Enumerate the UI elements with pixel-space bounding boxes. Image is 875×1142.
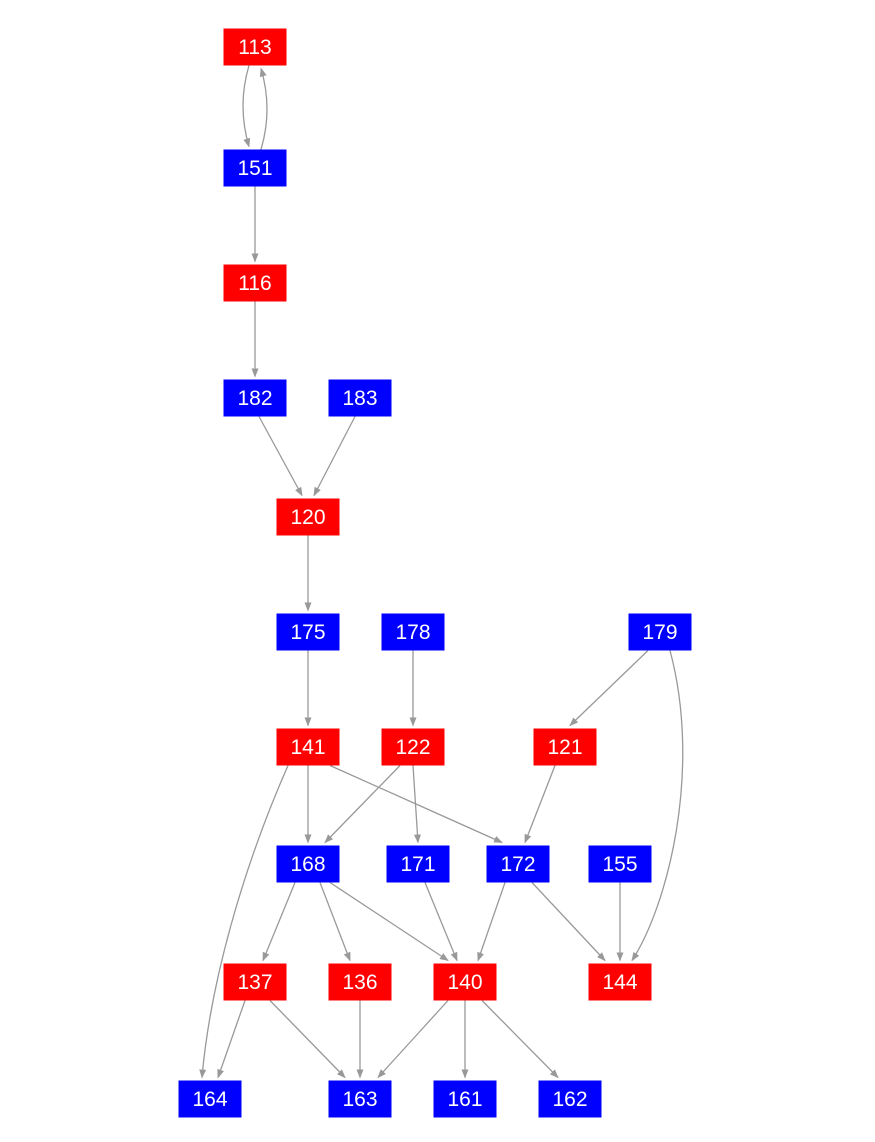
node-box-116	[223, 264, 287, 302]
edge-121-172	[524, 765, 556, 844]
node-182: 182	[223, 379, 287, 417]
node-label-144: 144	[602, 971, 637, 994]
node-label-161: 161	[447, 1088, 482, 1111]
edge-168-136	[319, 882, 351, 962]
node-box-179	[628, 613, 692, 651]
node-box-168	[276, 845, 340, 883]
node-label-140: 140	[447, 971, 482, 994]
node-box-164	[178, 1080, 242, 1118]
node-171: 171	[386, 845, 450, 883]
edge-122-168	[324, 765, 401, 844]
node-179: 179	[628, 613, 692, 651]
node-168: 168	[276, 845, 340, 883]
node-box-140	[433, 963, 497, 1001]
node-141: 141	[276, 728, 340, 766]
node-label-162: 162	[552, 1088, 587, 1111]
node-122: 122	[381, 728, 445, 766]
node-113: 113	[223, 28, 287, 66]
node-172: 172	[486, 845, 550, 883]
node-116: 116	[223, 264, 287, 302]
edge-137-164	[217, 1000, 246, 1079]
node-label-163: 163	[342, 1088, 377, 1111]
node-label-121: 121	[547, 736, 582, 759]
edge-172-144	[531, 882, 606, 962]
node-label-171: 171	[400, 853, 435, 876]
node-label-172: 172	[500, 853, 535, 876]
node-140: 140	[433, 963, 497, 1001]
node-178: 178	[381, 613, 445, 651]
node-box-137	[223, 963, 287, 1001]
edge-172-140	[477, 882, 506, 962]
edge-141-164	[199, 765, 289, 1079]
node-label-136: 136	[342, 971, 377, 994]
node-box-161	[433, 1080, 497, 1118]
node-label-116: 116	[238, 272, 271, 295]
node-label-120: 120	[290, 506, 325, 529]
edge-140-163	[377, 1000, 449, 1079]
node-155: 155	[588, 845, 652, 883]
edge-171-140	[424, 882, 458, 962]
node-label-164: 164	[192, 1088, 227, 1111]
node-label-178: 178	[395, 621, 430, 644]
node-box-120	[276, 498, 340, 536]
edge-182-120	[258, 416, 303, 497]
node-box-178	[381, 613, 445, 651]
node-label-179: 179	[642, 621, 677, 644]
node-box-183	[328, 379, 392, 417]
node-label-155: 155	[602, 853, 637, 876]
node-box-113	[223, 28, 287, 66]
node-box-122	[381, 728, 445, 766]
node-137: 137	[223, 963, 287, 1001]
edge-122-171	[412, 765, 421, 844]
node-label-137: 137	[237, 971, 272, 994]
edge-137-163	[269, 1000, 346, 1079]
node-label-151: 151	[237, 157, 272, 180]
node-183: 183	[328, 379, 392, 417]
edge-168-137	[262, 882, 296, 962]
node-box-155	[588, 845, 652, 883]
node-161: 161	[433, 1080, 497, 1118]
node-box-182	[223, 379, 287, 417]
node-175: 175	[276, 613, 340, 651]
node-120: 120	[276, 498, 340, 536]
node-label-141: 141	[290, 736, 325, 759]
edge-179-121	[569, 650, 649, 727]
edge-183-120	[313, 416, 356, 497]
node-box-171	[386, 845, 450, 883]
node-box-136	[328, 963, 392, 1001]
node-121: 121	[533, 728, 597, 766]
node-151: 151	[223, 149, 287, 187]
node-box-121	[533, 728, 597, 766]
node-box-141	[276, 728, 340, 766]
edge-140-162	[481, 1000, 559, 1079]
node-label-168: 168	[290, 853, 325, 876]
node-label-113: 113	[238, 36, 271, 59]
node-label-122: 122	[395, 736, 430, 759]
node-box-175	[276, 613, 340, 651]
node-label-175: 175	[290, 621, 325, 644]
node-164: 164	[178, 1080, 242, 1118]
edge-179-144	[631, 650, 684, 962]
node-box-172	[486, 845, 550, 883]
node-box-144	[588, 963, 652, 1001]
edge-151-113	[259, 67, 268, 150]
node-162: 162	[538, 1080, 602, 1118]
node-label-182: 182	[237, 387, 272, 410]
node-136: 136	[328, 963, 392, 1001]
node-144: 144	[588, 963, 652, 1001]
node-box-151	[223, 149, 287, 187]
edge-168-140	[329, 881, 449, 962]
edge-113-151	[242, 65, 251, 148]
node-label-183: 183	[342, 387, 377, 410]
node-box-163	[328, 1080, 392, 1118]
node-box-162	[538, 1080, 602, 1118]
node-163: 163	[328, 1080, 392, 1118]
